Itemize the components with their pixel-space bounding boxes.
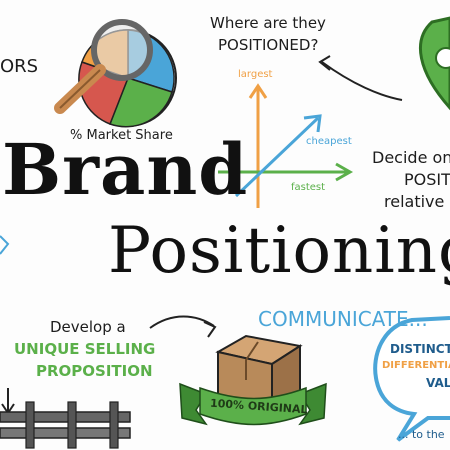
- decide-line2: POSITI: [404, 170, 450, 189]
- title-brand: Brand: [2, 128, 249, 211]
- arrow-to-box-icon: [149, 315, 215, 329]
- develop-line1: Develop a: [50, 318, 126, 336]
- fence-icon: [0, 401, 131, 449]
- decide-line1: Decide on: [372, 148, 450, 167]
- bubble-line1: DISTINCT: [390, 342, 450, 356]
- top-left-fragment: ORS: [0, 56, 39, 77]
- bubble-line2: DIFFERENTIAT: [382, 360, 450, 371]
- positioning-axes-icon: [218, 83, 354, 208]
- speech-bubble-icon: [373, 316, 450, 442]
- develop-line3: PROPOSITION: [36, 362, 153, 380]
- decide-line3: relative: [384, 192, 445, 211]
- bubble-tail-text: ... to the: [398, 428, 445, 441]
- ribbon-icon: [179, 382, 327, 426]
- down-arrow-icon: [1, 388, 15, 415]
- axis-label-largest: largest: [238, 69, 273, 80]
- bubble-line3: VAL: [426, 376, 450, 390]
- axis-label-cheapest: cheapest: [306, 136, 352, 147]
- positioned-question-line2: POSITIONED?: [218, 36, 319, 54]
- positioned-question-line1: Where are they: [210, 14, 326, 32]
- communicate-label: COMMUNICATE...: [258, 307, 428, 331]
- magnifier-icon: [54, 19, 153, 114]
- market-share-label: % Market Share: [70, 128, 173, 143]
- title-positioning: Positioning: [108, 214, 450, 288]
- develop-line2: UNIQUE SELLING: [14, 340, 156, 358]
- edge-icon: [0, 235, 10, 255]
- location-pin-icon: [418, 16, 450, 111]
- curved-arrow-icon: [321, 61, 403, 101]
- axis-label-fastest: fastest: [291, 182, 326, 193]
- package-box-icon: [215, 334, 303, 414]
